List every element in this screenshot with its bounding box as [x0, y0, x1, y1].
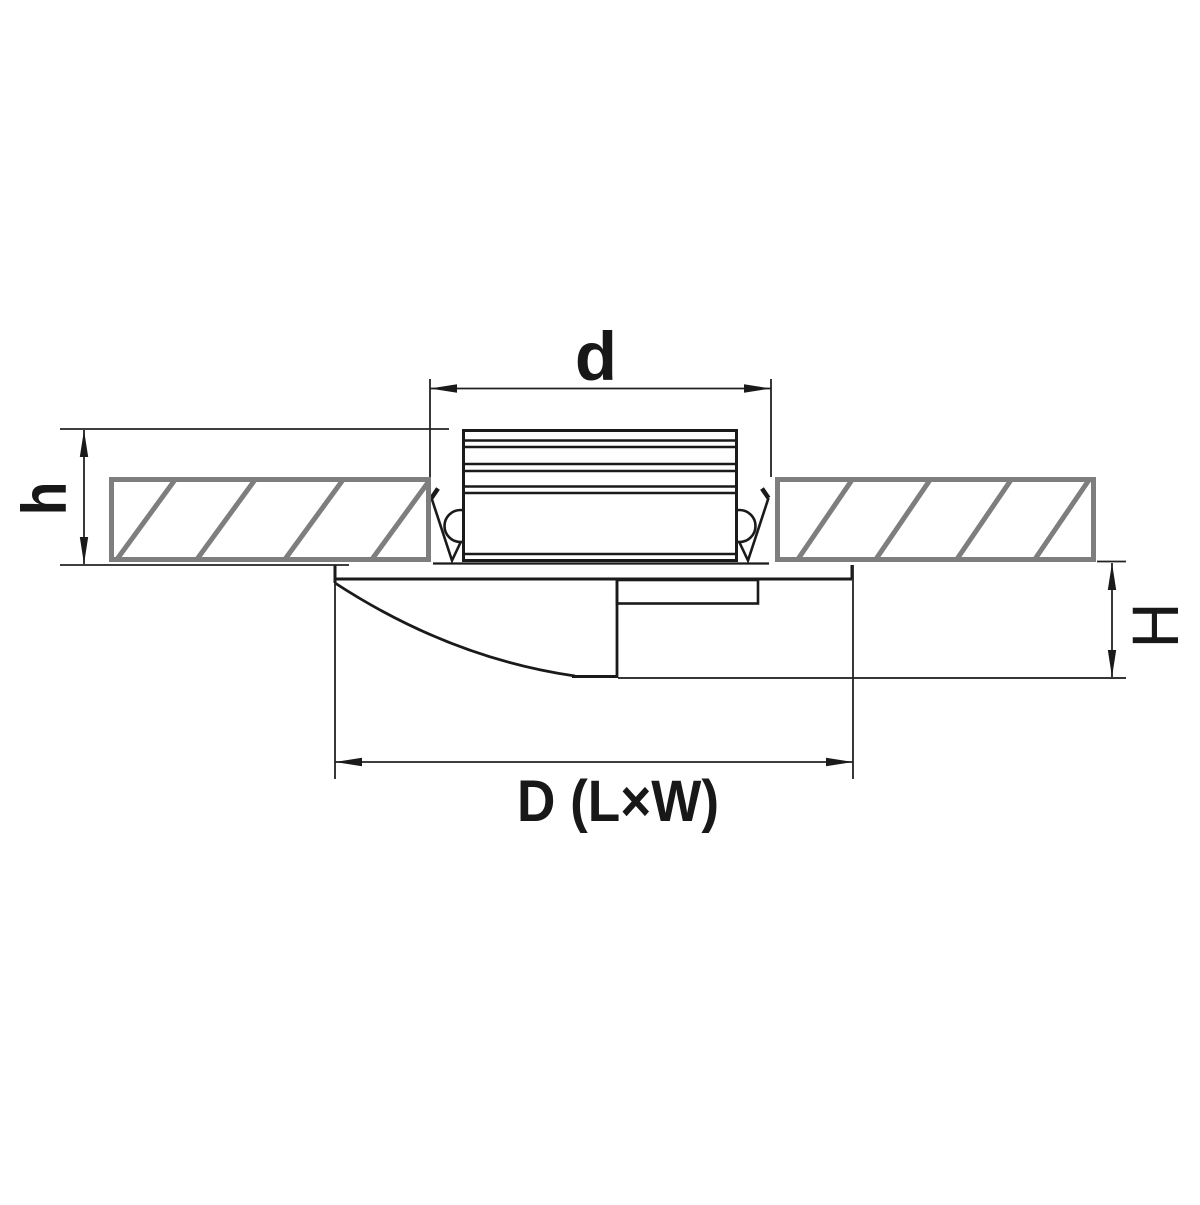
svg-text:h: h	[8, 482, 79, 516]
svg-text:d: d	[575, 318, 617, 395]
svg-text:D (L×W): D (L×W)	[517, 769, 719, 834]
svg-text:H: H	[1118, 603, 1192, 649]
